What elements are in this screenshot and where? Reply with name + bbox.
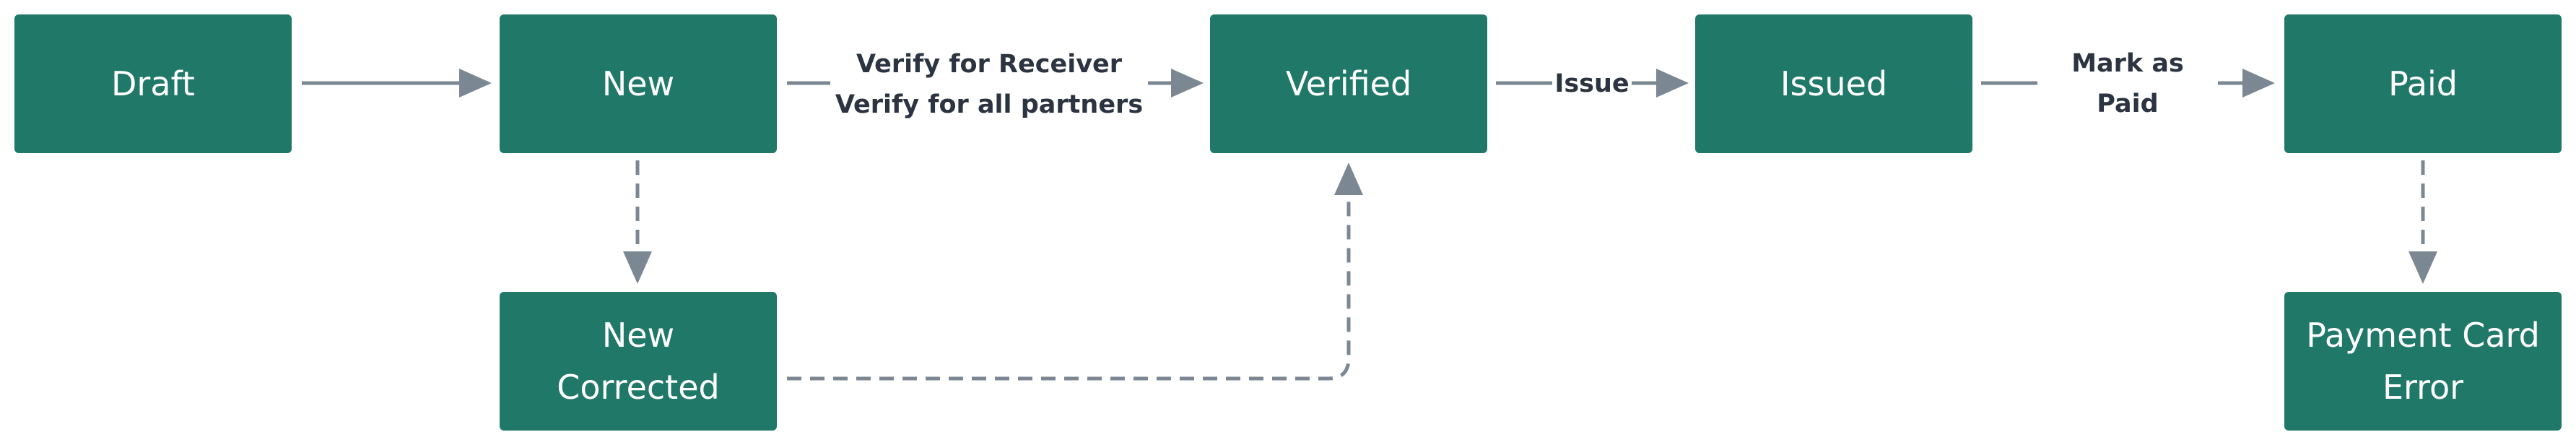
edge-label-mark-as-paid: Mark as Paid [2037,49,2218,118]
node-new-corrected-label: New Corrected [557,316,720,407]
node-verified-label: Verified [1285,64,1412,103]
edge-label-verify: Verify for Receiver Verify for all partn… [830,43,1148,126]
node-payment-card-error: Payment Card Error [2284,292,2562,431]
node-draft: Draft [14,14,292,153]
edge-new-corrected-to-verified [787,163,1363,381]
node-issued: Issued [1695,14,1972,153]
node-new: New [500,14,777,153]
node-paid: Paid [2284,14,2562,153]
node-new-corrected: New Corrected [500,292,777,431]
node-paid-label: Paid [2388,64,2458,103]
node-new-label: New [601,64,675,103]
node-issued-label: Issued [1780,64,1888,103]
node-verified: Verified [1210,14,1487,153]
edge-label-issue: Issue [1552,64,1632,104]
node-draft-label: Draft [111,64,195,103]
node-payment-card-error-label: Payment Card Error [2306,316,2540,407]
